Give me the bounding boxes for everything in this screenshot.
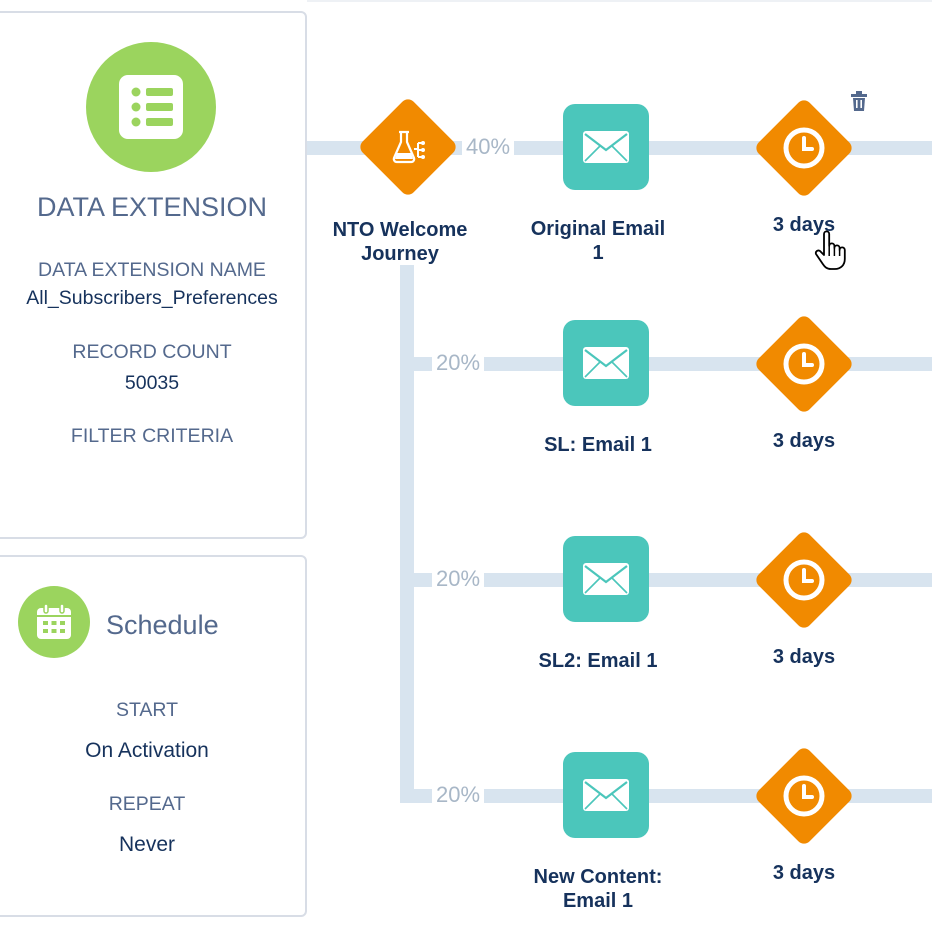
envelope-icon	[583, 779, 629, 811]
clock-icon	[768, 328, 840, 400]
email-activity-1[interactable]	[563, 104, 649, 190]
wait-label-3: 3 days	[772, 646, 836, 668]
hand-pointer-icon	[814, 230, 848, 270]
email-label-1: Original Email 1	[498, 217, 698, 265]
split-label-line2: Journey	[361, 243, 439, 265]
email-label-4-line2: Email 1	[562, 890, 634, 912]
schedule-repeat-label: REPEAT	[108, 793, 186, 815]
schedule-start-value: On Activation	[85, 739, 209, 762]
email-label-4-line1: New Content:	[533, 866, 663, 888]
email-label-3-line1: SL2: Email 1	[538, 650, 658, 672]
data-extension-icon	[86, 42, 216, 172]
schedule-repeat-value: Never	[118, 833, 176, 856]
record-count-value: 50035	[124, 372, 180, 394]
data-extension-title: DATA EXTENSION	[36, 192, 268, 222]
entry-connector	[307, 141, 367, 155]
split-label: NTO Welcome Journey	[310, 218, 490, 266]
trash-icon[interactable]	[849, 90, 869, 112]
clock-icon	[768, 760, 840, 832]
clock-icon	[768, 112, 840, 184]
email-activity-4[interactable]	[563, 752, 649, 838]
top-divider	[307, 0, 932, 2]
path-percent-2: 20%	[432, 350, 485, 376]
email-label-2: SL: Email 1	[498, 433, 698, 457]
wait-label-2: 3 days	[772, 430, 836, 452]
path-percent-4: 20%	[432, 782, 485, 808]
data-extension-name-label: DATA EXTENSION NAME	[38, 259, 266, 281]
split-label-line1: NTO Welcome	[332, 219, 468, 241]
wait-label-4: 3 days	[772, 862, 836, 884]
calendar-icon	[18, 586, 90, 658]
email-activity-3[interactable]	[563, 536, 649, 622]
flask-split-icon	[372, 111, 444, 183]
split-trunk	[400, 265, 414, 802]
path-percent-3: 20%	[432, 566, 485, 592]
schedule-start-label: START	[115, 699, 179, 721]
schedule-title: Schedule	[106, 610, 219, 640]
path-percent-1: 40%	[462, 134, 515, 160]
email-label-4: New Content: Email 1	[498, 865, 698, 913]
record-count-label: RECORD COUNT	[72, 341, 232, 363]
email-activity-2[interactable]	[563, 320, 649, 406]
data-extension-name-value: All_Subscribers_Preferences	[26, 287, 278, 309]
envelope-icon	[583, 347, 629, 379]
filter-criteria-label: FILTER CRITERIA	[70, 425, 234, 447]
clock-icon	[768, 544, 840, 616]
email-label-1-line2: 1	[592, 242, 604, 264]
wait-label-1: 3 days	[772, 214, 836, 236]
envelope-icon	[583, 563, 629, 595]
email-label-3: SL2: Email 1	[498, 649, 698, 673]
email-label-2-line1: SL: Email 1	[544, 434, 652, 456]
envelope-icon	[583, 131, 629, 163]
email-label-1-line1: Original Email	[530, 218, 666, 240]
